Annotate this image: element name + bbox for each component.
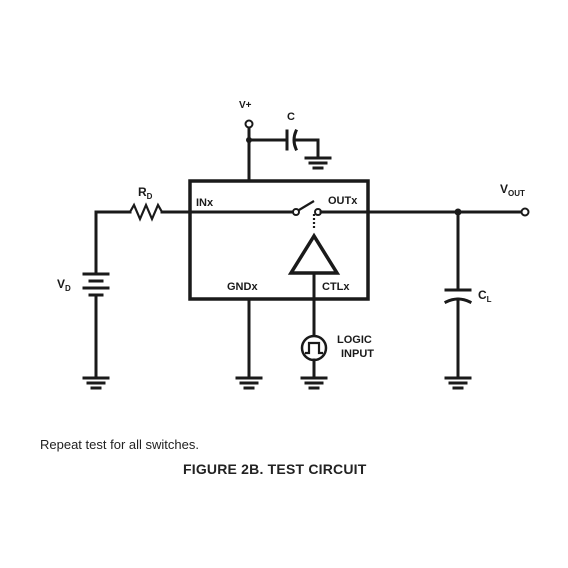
label-logic: LOGIC	[337, 334, 372, 346]
label-vout: VOUT	[500, 182, 525, 198]
label-outx: OUTx	[328, 195, 358, 207]
label-gndx: GNDx	[227, 281, 258, 293]
internal-switch	[188, 200, 370, 228]
label-input: INPUT	[341, 348, 374, 360]
ic-body	[188, 179, 370, 301]
figure-caption: FIGURE 2B. TEST CIRCUIT	[183, 461, 367, 477]
label-ctlx: CTLx	[322, 281, 350, 293]
gndx-ground	[235, 297, 263, 390]
output-branch	[366, 207, 530, 390]
label-inx: INx	[196, 197, 214, 209]
vplus-supply	[244, 119, 332, 183]
label-rd: RD	[138, 185, 153, 201]
label-cl: CL	[478, 288, 492, 304]
label-vplus: V+	[239, 100, 252, 111]
logic-input-source	[300, 271, 328, 390]
test-note: Repeat test for all switches.	[40, 437, 199, 452]
source-branch	[82, 202, 192, 390]
label-vd: VD	[57, 277, 71, 293]
label-c: C	[287, 111, 295, 123]
control-buffer-triangle	[287, 232, 341, 275]
